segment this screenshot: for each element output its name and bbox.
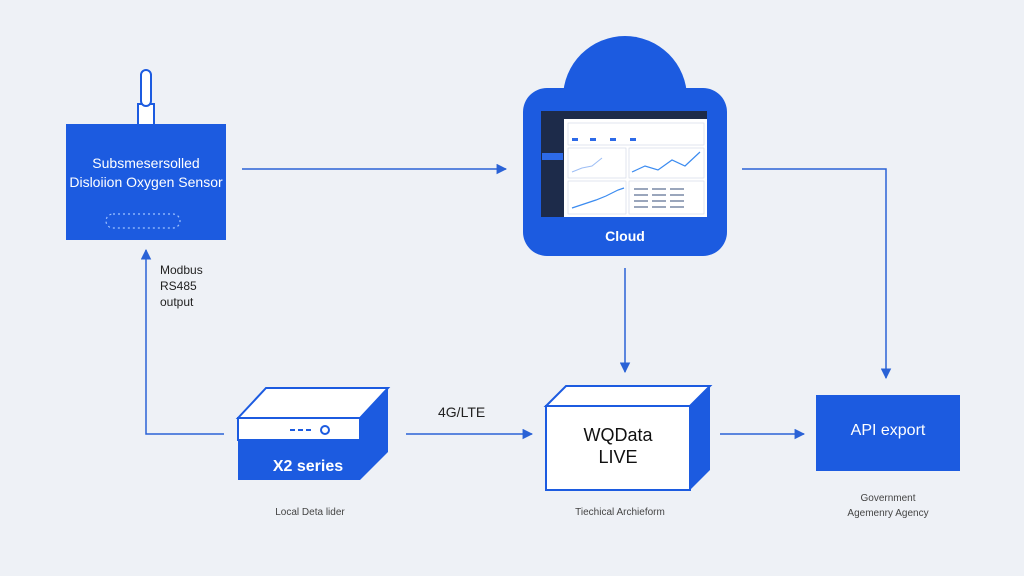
connection-label: Modbus RS485 output: [160, 262, 203, 310]
arrow-gateway-to-sensor: [140, 248, 224, 435]
sensor-title-line2: Disloiion Oxygen Sensor: [69, 174, 223, 190]
gateway-caption: Local Deta lider: [275, 507, 345, 518]
sensor-box: [66, 124, 226, 240]
sensor-port-strip: [105, 213, 181, 229]
connection-line1: Modbus: [160, 263, 203, 277]
arrow-cloud-to-api: [742, 168, 892, 380]
api-caption-line2: Agemenry Agency: [847, 508, 929, 519]
network-label: 4G/LTE: [438, 404, 486, 420]
sensor-title: Subsmesersolled Disloiion Oxygen Sensor: [66, 154, 226, 192]
platform-line1: WQData: [583, 425, 653, 445]
api-export-box: [816, 395, 960, 471]
sensor-title-line1: Subsmesersolled: [92, 155, 200, 171]
cloud-label: Cloud: [605, 228, 645, 244]
x2-gateway-device: [235, 387, 391, 480]
platform-label: WQData LIVE: [546, 424, 690, 468]
gateway-label: X2 series: [272, 458, 344, 475]
api-caption-line1: Government: [860, 493, 916, 504]
platform-caption: Tiechical Archieform: [575, 507, 665, 518]
sensor-probe: [137, 69, 155, 127]
connection-line2: RS485: [160, 279, 197, 293]
api-caption: Government Agemenry Agency: [820, 491, 956, 521]
wqdata-live-box: [543, 385, 713, 491]
platform-line2: LIVE: [598, 447, 638, 467]
api-label: API export: [850, 422, 926, 439]
dashboard-preview: [541, 111, 707, 217]
connection-line3: output: [160, 295, 194, 309]
